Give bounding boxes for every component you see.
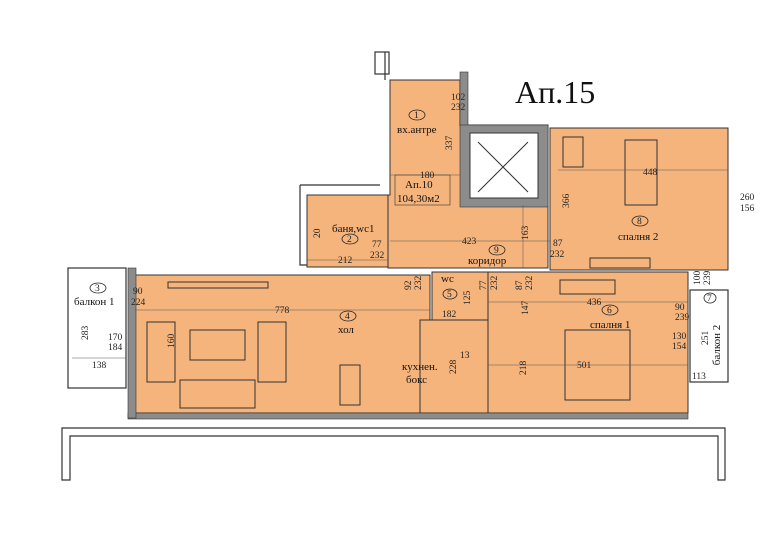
wall <box>127 412 689 420</box>
apartment-title: Ап.15 <box>515 74 595 110</box>
svg-text:232: 232 <box>414 276 424 291</box>
room-label-6: 6 спалня 1 <box>590 304 630 331</box>
svg-text:125: 125 <box>463 291 473 306</box>
room-bathroom <box>306 194 389 268</box>
svg-text:20: 20 <box>313 228 323 238</box>
room-bedroom-2 <box>549 127 729 271</box>
svg-text:8: 8 <box>637 217 642 227</box>
svg-text:87: 87 <box>515 280 525 290</box>
svg-text:138: 138 <box>92 361 107 371</box>
svg-text:wc: wc <box>441 273 454 285</box>
svg-text:232: 232 <box>451 103 466 113</box>
svg-text:9: 9 <box>494 246 499 256</box>
svg-text:154: 154 <box>672 342 687 352</box>
svg-text:163: 163 <box>521 226 531 241</box>
svg-text:90: 90 <box>133 287 143 297</box>
svg-text:228: 228 <box>449 360 459 375</box>
svg-text:бокс: бокс <box>406 374 427 386</box>
svg-text:423: 423 <box>462 237 477 247</box>
svg-text:448: 448 <box>643 168 658 178</box>
svg-text:232: 232 <box>525 276 535 291</box>
terrace-outline <box>61 427 726 481</box>
svg-text:232: 232 <box>370 251 385 261</box>
svg-text:2: 2 <box>347 235 352 245</box>
shaft-outline <box>374 51 390 75</box>
elevator-cross-icon <box>477 141 529 193</box>
svg-text:218: 218 <box>519 361 529 376</box>
svg-text:184: 184 <box>108 343 123 353</box>
svg-text:13: 13 <box>460 351 470 361</box>
svg-text:5: 5 <box>447 290 452 300</box>
room-label-1: 1 вх.антре <box>397 109 437 136</box>
svg-text:77: 77 <box>372 240 382 250</box>
svg-text:хол: хол <box>338 324 354 336</box>
room-label-4: 4 хол <box>338 310 357 336</box>
info-apartment: Ап.10 <box>405 179 433 191</box>
svg-text:212: 212 <box>338 256 353 266</box>
balcony-2 <box>689 289 729 383</box>
svg-text:кухнен.: кухнен. <box>402 361 438 373</box>
svg-text:160: 160 <box>167 334 177 349</box>
svg-text:1: 1 <box>414 111 419 121</box>
svg-text:147: 147 <box>521 301 531 316</box>
svg-text:спалня 1: спалня 1 <box>590 319 630 331</box>
room-living <box>134 274 431 414</box>
dimension-labels: 102 232 337 180 423 163 77 232 212 20 87… <box>81 93 755 382</box>
room-label-kitchen: кухнен. бокс <box>402 361 438 386</box>
room-label-9: 9 коридор <box>468 244 507 267</box>
room-label-2: 2 баня,wc1 <box>332 223 375 245</box>
wall <box>127 267 137 419</box>
svg-text:180: 180 <box>420 171 435 181</box>
svg-text:366: 366 <box>562 194 572 209</box>
svg-text:239: 239 <box>703 271 713 286</box>
dimension-lines <box>72 169 728 366</box>
svg-text:90: 90 <box>675 303 685 313</box>
svg-text:77: 77 <box>479 280 489 290</box>
svg-text:113: 113 <box>692 372 706 382</box>
svg-text:балкон 1: балкон 1 <box>74 296 115 308</box>
svg-text:170: 170 <box>108 333 123 343</box>
svg-text:балкон 2: балкон 2 <box>711 325 723 366</box>
room-bedroom-1 <box>487 271 689 414</box>
svg-text:283: 283 <box>81 326 91 341</box>
svg-text:778: 778 <box>275 306 290 316</box>
svg-text:239: 239 <box>675 313 690 323</box>
svg-text:232: 232 <box>490 276 500 291</box>
svg-text:4: 4 <box>345 312 350 322</box>
svg-text:156: 156 <box>740 204 755 214</box>
svg-text:251: 251 <box>701 331 711 346</box>
svg-text:вх.антре: вх.антре <box>397 124 437 136</box>
svg-text:100: 100 <box>693 271 703 286</box>
svg-text:спалня 2: спалня 2 <box>618 231 658 243</box>
svg-text:436: 436 <box>587 298 602 308</box>
svg-text:баня,wc1: баня,wc1 <box>332 223 375 235</box>
svg-text:102: 102 <box>451 93 466 103</box>
room-label-3: 3 балкон 1 <box>74 282 115 308</box>
svg-text:501: 501 <box>577 361 592 371</box>
svg-text:260: 260 <box>740 193 755 203</box>
svg-text:232: 232 <box>550 250 565 260</box>
outer-wall-line <box>299 52 386 266</box>
svg-text:3: 3 <box>95 284 100 294</box>
svg-text:182: 182 <box>442 310 457 320</box>
room-label-7: 7 балкон 2 <box>703 292 723 366</box>
svg-text:6: 6 <box>607 306 612 316</box>
svg-text:224: 224 <box>131 298 146 308</box>
svg-text:130: 130 <box>672 332 687 342</box>
room-label-8: 8 спалня 2 <box>618 215 658 243</box>
info-area: 104,30м2 <box>397 193 440 205</box>
svg-text:337: 337 <box>445 136 455 151</box>
svg-text:92: 92 <box>404 280 414 290</box>
svg-text:7: 7 <box>707 294 712 304</box>
svg-text:коридор: коридор <box>468 255 507 267</box>
svg-text:87: 87 <box>553 239 563 249</box>
room-label-5: 5 wc <box>441 273 458 300</box>
balcony-1 <box>67 267 127 389</box>
